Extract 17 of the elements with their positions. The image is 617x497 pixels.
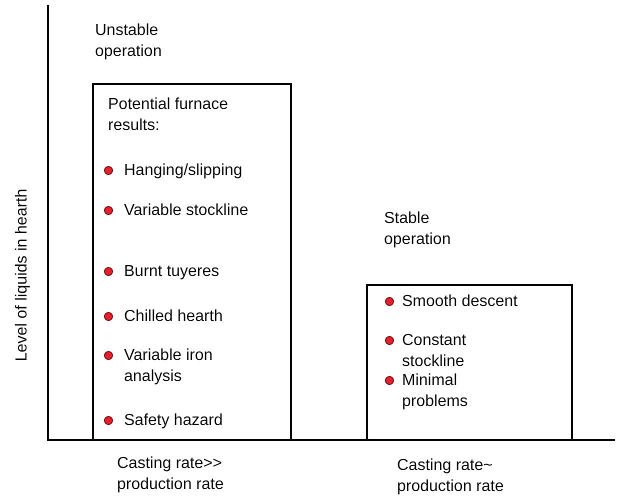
category-label: Casting rate>> production rate xyxy=(117,454,225,495)
list-item: Minimal problems xyxy=(402,371,469,412)
list-item: Chilled hearth xyxy=(124,307,223,327)
list-item: Variable iron analysis xyxy=(124,346,214,387)
bar-box xyxy=(92,83,292,441)
list-item: Constant stockline xyxy=(402,331,468,372)
list-heading: Potential furnace results: xyxy=(108,95,230,136)
list-item: Smooth descent xyxy=(402,292,518,312)
bar-box xyxy=(366,284,573,441)
list-item: Variable stockline xyxy=(124,201,248,221)
list-item: Burnt tuyeres xyxy=(124,262,220,282)
list-item: Hanging/slipping xyxy=(124,161,242,181)
category-label: Casting rate~ production rate xyxy=(397,456,505,497)
section-heading: Stable operation xyxy=(384,209,452,250)
axis-label: Level of liquids in hearth xyxy=(12,188,32,362)
list-item: Safety hazard xyxy=(124,411,223,431)
section-heading: Unstable operation xyxy=(95,21,163,62)
